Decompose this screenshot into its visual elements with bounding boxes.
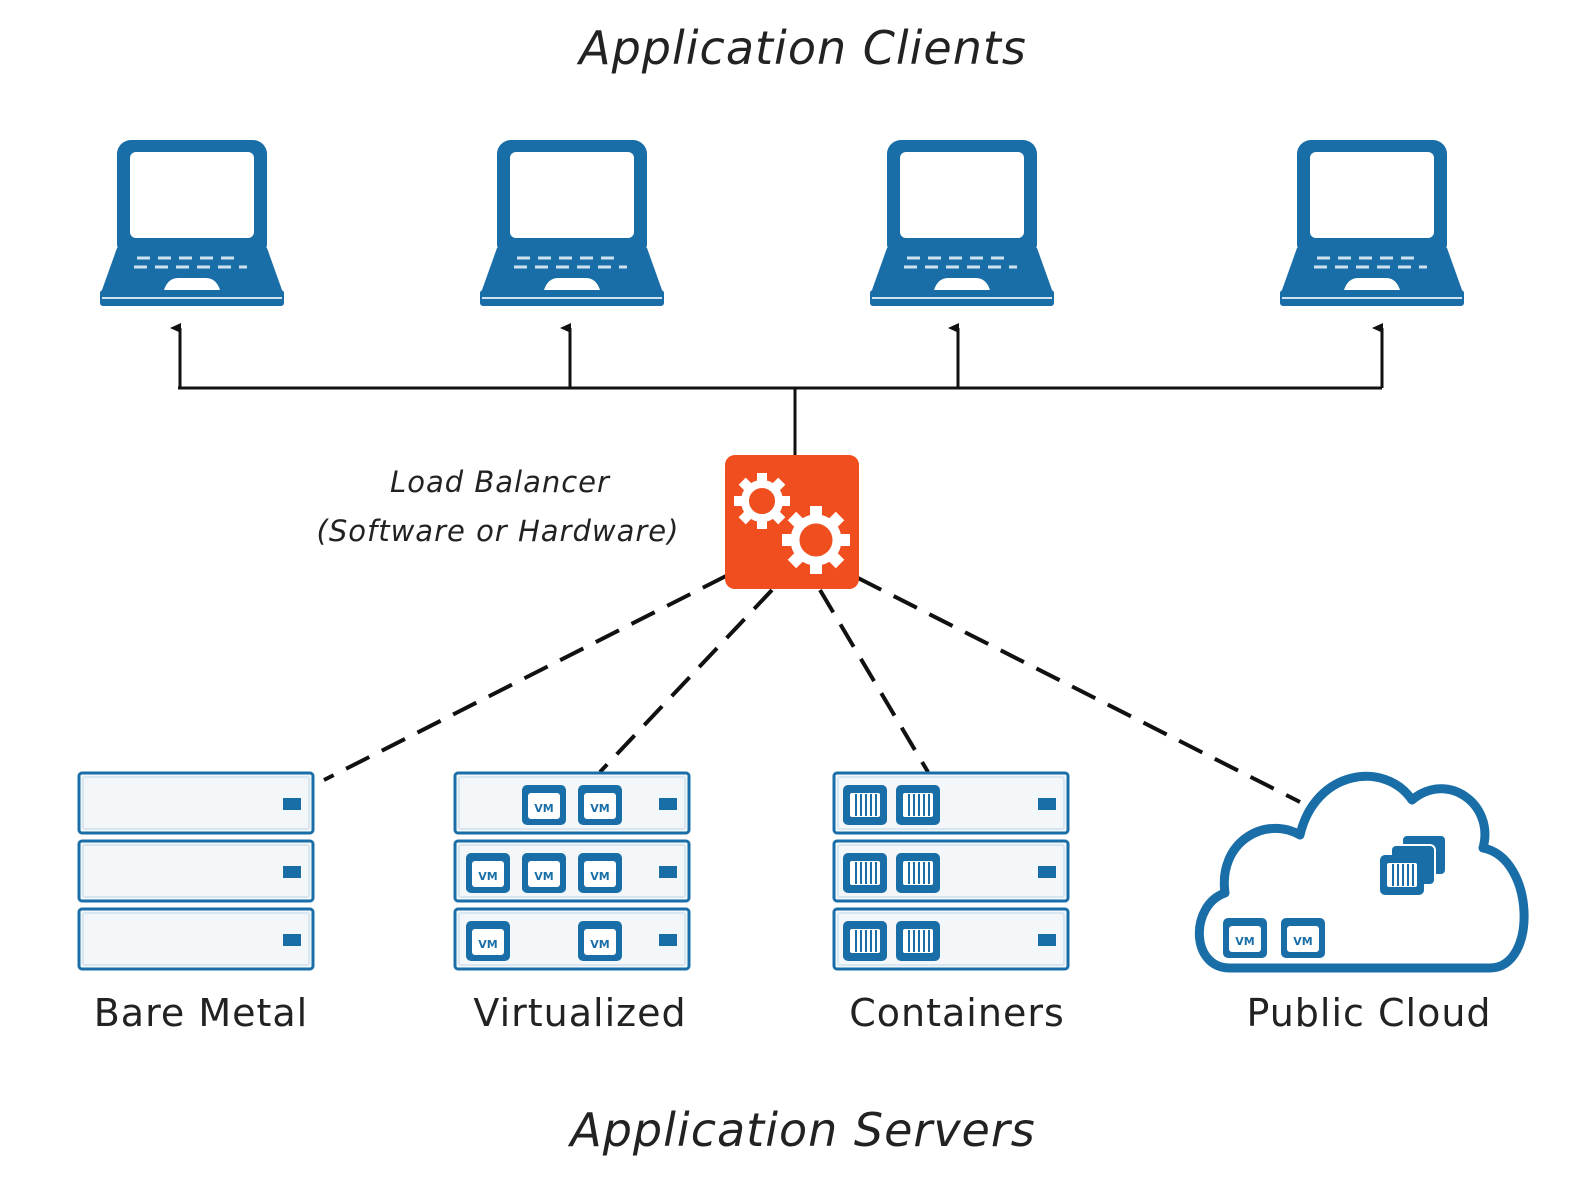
client-laptop-3-icon xyxy=(868,138,1056,308)
server-label-public-cloud: Public Cloud xyxy=(1246,991,1491,1035)
public-cloud-icon xyxy=(1194,772,1529,973)
virtualized-server-rack-icon xyxy=(453,771,691,971)
load-balancer-gears-icon xyxy=(725,455,859,589)
load-balancer-label: Load Balancer xyxy=(390,465,611,499)
load-balancer-sublabel: (Software or Hardware) xyxy=(317,514,680,548)
client-laptop-2-icon xyxy=(478,138,666,308)
top-title: Application Clients xyxy=(576,21,1027,75)
server-connection-lines xyxy=(323,574,1301,804)
server-label-containers: Containers xyxy=(849,991,1065,1035)
client-laptop-1-icon xyxy=(98,138,286,308)
bare-metal-server-rack-icon xyxy=(77,771,315,971)
client-connection-lines xyxy=(170,323,1384,455)
bottom-title: Application Servers xyxy=(567,1103,1035,1157)
server-label-bare-metal: Bare Metal xyxy=(94,991,309,1035)
client-laptop-4-icon xyxy=(1278,138,1466,308)
server-label-virtualized: Virtualized xyxy=(473,991,686,1035)
containers-server-rack-icon xyxy=(832,771,1070,971)
